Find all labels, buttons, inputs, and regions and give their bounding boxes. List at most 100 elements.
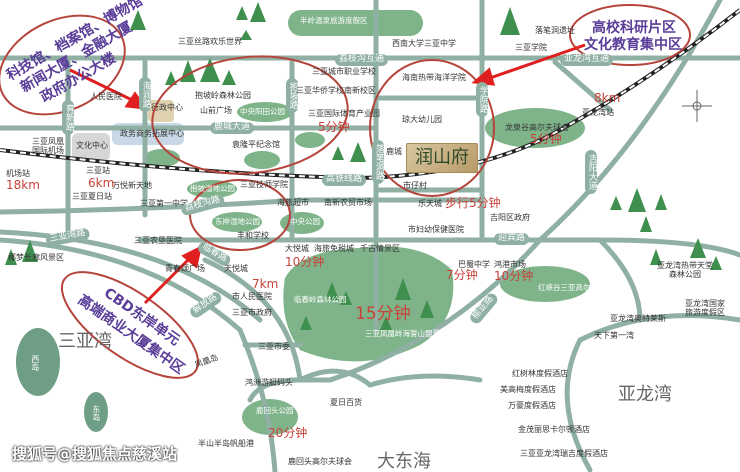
road-hsr-label: 高铁线路 xyxy=(322,174,367,186)
project-prefix-label: 鹿城 xyxy=(386,147,402,156)
park-golf-longquan xyxy=(485,108,585,148)
trees xyxy=(5,2,722,330)
east-bank-wetland-label: 东岸湿地公园 xyxy=(215,217,260,226)
central-park-label: 中央公园 xyxy=(290,217,320,226)
road-yingbin-label: 迎宾路 xyxy=(494,233,530,245)
overseas-chinese-school-label: 三亚华侨学校南新校区 xyxy=(296,86,376,95)
lucheng-circle xyxy=(151,55,349,175)
airport-distance-label: 18km xyxy=(6,178,40,192)
annotation-arrows xyxy=(69,43,586,305)
hotel-mgm-label: 美高梅度假酒店 xyxy=(500,385,556,394)
city-gov-label: 三亚市政府 xyxy=(232,308,272,317)
admin-center-label: 行政中心 xyxy=(151,103,183,112)
gov-distance-label: 7km xyxy=(252,277,279,291)
park-small-2 xyxy=(244,151,280,169)
lotte-mall-label: 乐天城 xyxy=(418,199,442,208)
road-lizhigou-interchange-label: 荔枝沟互通 xyxy=(335,54,389,66)
admin-blocks xyxy=(148,100,174,122)
sanya-station-label: 三亚站 xyxy=(86,166,110,175)
people-hospital-label: 人民医院 xyxy=(90,92,122,101)
time-market-label: 10分钟 xyxy=(494,269,534,283)
yalongwan-distance-label: 8km xyxy=(594,91,621,105)
youth-square-label: 青春颂广场 xyxy=(165,264,205,273)
west-island-label: 西岛 xyxy=(30,355,40,371)
road-yuxin-label: 育新路 xyxy=(62,100,74,135)
hotel-ritz-label: 金茂丽思卡尔顿酒店 xyxy=(518,425,590,434)
road-jiyang-label: 吉阳大道 xyxy=(585,150,597,194)
gov-business-center-label: 政务商务拓展中心 xyxy=(120,129,184,138)
project-name-label: 润山府 xyxy=(406,143,478,173)
road-hairun-label: 海润路 xyxy=(139,77,151,112)
summer-mall-label: 夏日百货 xyxy=(330,398,362,407)
sanya-station-distance-label: 6km xyxy=(88,176,115,190)
xiari-station-label: 三亚夏日站 xyxy=(72,192,112,201)
yalongwan-outlets-label: 亚龙湾奥特莱斯 xyxy=(610,314,666,323)
time-phoenix-ridge-label: 15分钟 xyxy=(355,304,411,324)
project-circle xyxy=(369,59,495,197)
park-phoenix-ridge xyxy=(283,246,454,362)
park-banling xyxy=(288,10,423,36)
sanya-university-label: 三亚学院 xyxy=(515,43,547,52)
joy-city-label: 大悦城 xyxy=(285,244,309,253)
hongxiagu-golf-label: 红峡谷三亚高尔夫球会 xyxy=(538,283,613,292)
park-central-paddy xyxy=(237,102,293,122)
no1-middle-school-label: 三亚第一中学 xyxy=(140,199,188,208)
road-lucheng-label: 鹿城大道 xyxy=(210,122,255,134)
west-island-shape xyxy=(16,328,60,396)
hailv-supermarket-label: 海旅超市 xyxy=(277,198,309,207)
callout-university-2-label: 文化教育集中区 xyxy=(584,37,682,53)
yuan-longping-memorial-label: 袁隆平纪念馆 xyxy=(232,140,280,149)
road-yalongwan-interchange-label: 亚龙湾互通 xyxy=(560,54,614,66)
university-callout-circle xyxy=(569,4,691,66)
yalongwan-forest-label: 亚龙湾热带天堂森林公园 xyxy=(657,261,713,279)
longquangu-golf-label: 龙泉谷高尔夫球会 xyxy=(505,123,569,132)
first-bay-label: 天下第一湾 xyxy=(594,331,634,340)
jiyang-gov-label: 吉阳区政府 xyxy=(490,213,530,222)
time-luhuitou-label: 20分钟 xyxy=(268,426,308,440)
city-hospital-label: 市人民医院 xyxy=(232,292,272,301)
luobidong-site-label: 落笔洞遗址 xyxy=(535,26,575,35)
culture-center-block xyxy=(72,133,110,161)
vocational-school-label: 三亚城市职业学校 xyxy=(312,67,376,76)
maternal-hospital-label: 市妇幼保健医院 xyxy=(408,225,464,234)
culture-center-label: 文化中心 xyxy=(76,141,108,150)
callout-university-1-label: 高校科研片区 xyxy=(592,20,676,36)
time-golf-label: 5分钟 xyxy=(530,132,562,146)
qiongda-kindergarten-label: 琼大幼儿园 xyxy=(402,115,442,124)
time-joy-city-label: 10分钟 xyxy=(285,255,325,269)
compass-icon xyxy=(682,90,712,122)
time-walk-label: 步行5分钟 xyxy=(445,196,501,210)
time-lucheng-label: 5分钟 xyxy=(318,120,350,134)
yalongwan-station-label: 亚龙湾站 xyxy=(582,108,614,117)
hotel-st-regis-label: 三亚亚龙湾瑞吉度假酒店 xyxy=(520,449,608,458)
park-golf-hongxiagu xyxy=(500,266,590,302)
nongken-hospital-label: 三亚农垦医院 xyxy=(134,236,182,245)
fenghe-school-label: 丰和学校 xyxy=(237,231,269,240)
road-baopo-label: 抱坡路 xyxy=(286,78,298,113)
technician-college-label: 三亚技师学院 xyxy=(240,180,288,189)
honggang-market-label: 鸿港市场 xyxy=(494,260,526,269)
city-committee-label: 三亚市委 xyxy=(258,342,290,351)
east-island-shape xyxy=(84,392,108,432)
hotel-mangrove-label: 红树林度假酒店 xyxy=(512,369,568,378)
luhuitou-golf-label: 鹿回头高尔夫球会 xyxy=(288,457,352,466)
southwest-univ-school-label: 西南大学三亚中学 xyxy=(392,39,456,48)
baopo-wetland-label: 抱坡湿地公园 xyxy=(190,184,235,193)
park-east-bank xyxy=(212,212,262,232)
sanya-bay-label: 三亚湾 xyxy=(58,331,112,352)
wanyue-mall-label: 万悦新天地 xyxy=(112,181,152,190)
tropical-ocean-univ-label: 海南热带海洋学院 xyxy=(402,73,466,82)
baopoling-forest-park-label: 抱坡岭森林公园 xyxy=(195,91,251,100)
linchunling-park-label: 临春岭森林公园 xyxy=(294,295,347,304)
time-bashu-label: 7分钟 xyxy=(446,268,478,282)
gov-callout-circle xyxy=(0,14,126,116)
silk-road-park-label: 三亚丝路欢乐世界 xyxy=(178,37,242,46)
road-xueyuan-label: 学院路 xyxy=(476,82,488,117)
yalong-bay-label: 亚龙湾 xyxy=(618,384,672,405)
hongzhou-marina-label: 鸿洲游艇码头 xyxy=(245,378,293,387)
watermark-label: 搜狐号@搜狐焦点慈溪站 xyxy=(12,445,178,463)
dadonghai-label: 大东海 xyxy=(377,451,431,472)
phoenix-ridge-label: 三亚凤凰岭海誓山盟景区 xyxy=(365,329,448,338)
linchun-circle xyxy=(189,179,291,251)
